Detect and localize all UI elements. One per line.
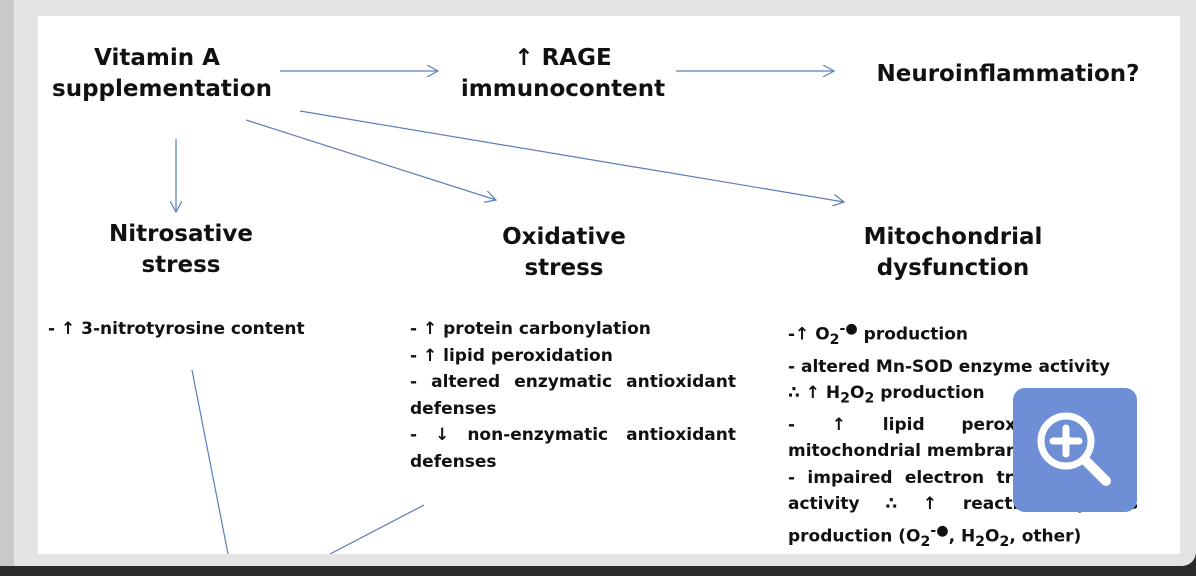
line-nitrosative-down xyxy=(191,369,229,554)
node-neuroinflammation: Neuroinflammation? xyxy=(876,61,1140,87)
node-rage: ↑ RAGE immunocontent xyxy=(460,45,666,102)
node-mitochondrial: Mitochondrial dysfunction xyxy=(863,224,1043,281)
zoom-in-icon xyxy=(1037,412,1111,486)
arrows-layer xyxy=(38,16,1180,554)
arrow-vitamin-to-mitochondrial xyxy=(299,110,844,202)
list-oxidative: - ↑ protein carbonylation - ↑ lipid pero… xyxy=(410,316,736,475)
list-item: - ↑ protein carbonylation xyxy=(410,319,651,339)
list-item: - ↓ non-enzymatic antioxidant defenses xyxy=(410,425,736,472)
arrow-vitamin-to-oxidative xyxy=(245,119,496,200)
list-item: - altered Mn-SOD enzyme activity xyxy=(788,356,1111,377)
figure-canvas: Vitamin A supplementation ↑ RAGE immunoc… xyxy=(38,16,1180,554)
left-edge xyxy=(0,0,14,566)
list-item: -↑ O2-● production xyxy=(788,321,968,349)
list-item: - ↑ 3-nitrotyrosine content xyxy=(48,319,305,339)
node-oxidative: Oxidative stress xyxy=(502,224,626,281)
node-nitrosative: Nitrosative stress xyxy=(109,221,253,278)
line-oxidative-down xyxy=(329,504,425,554)
list-mitochondrial: -↑ O2-● production - altered Mn-SOD enzy… xyxy=(788,316,1138,554)
node-vitamin-a: Vitamin A supplementation xyxy=(52,45,272,102)
list-item: ∴ ↑ H2O2 production xyxy=(788,383,985,407)
list-nitrosative: - ↑ 3-nitrotyrosine content xyxy=(48,316,348,343)
list-item: - altered enzymatic antioxidant defenses xyxy=(410,372,736,419)
zoom-in-button[interactable] xyxy=(1013,388,1137,512)
list-item: - ↑ lipid peroxidation xyxy=(410,345,613,366)
